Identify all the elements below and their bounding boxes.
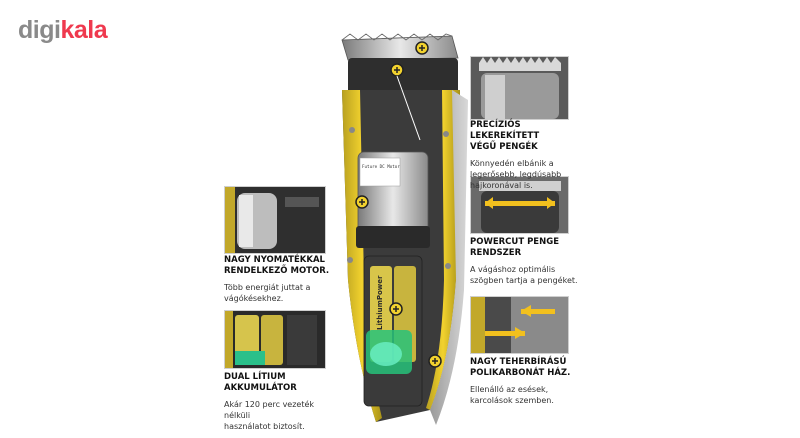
callout-housing: NAGY TEHERBÍRÁSÚ POLIKARBONÁT HÁZ. Ellen… (470, 357, 590, 406)
plus-marker-icon[interactable] (389, 302, 403, 316)
powercut-closeup-image (470, 176, 569, 234)
callout-motor: NAGY NYOMATÉKKAL RENDELKEZŐ MOTOR. Több … (224, 255, 334, 304)
housing-closeup-image (470, 296, 569, 354)
trimmer-cutaway-illustration: Future DC Motor LithiumPower (341, 33, 468, 425)
motor-label-text: Future DC Motor (362, 164, 400, 169)
callout-title: PRECÍZIÓS LEKEREKÍTETT VÉGŰ PENGÉK (470, 120, 540, 152)
callout-title: NAGY NYOMATÉKKAL RENDELKEZŐ MOTOR. (224, 255, 330, 276)
callout-title: NAGY TEHERBÍRÁSÚ POLIKARBONÁT HÁZ. (470, 357, 571, 378)
callout-blade: PRECÍZIÓS LEKEREKÍTETT VÉGŰ PENGÉK Könny… (470, 120, 590, 191)
callout-description: Akár 120 perc vezeték nélküli használato… (224, 400, 315, 431)
callout-description: Ellenálló az esések, karcolások szemben. (470, 385, 554, 405)
callout-battery: DUAL LÍTIUM AKKUMULÁTOR Akár 120 perc ve… (224, 372, 339, 432)
blade-closeup-image (470, 56, 569, 120)
digikala-logo[interactable]: digikala (18, 16, 108, 44)
callout-description: Több energiát juttat a vágókésekhez. (224, 283, 311, 303)
plus-marker-icon[interactable] (428, 354, 442, 368)
callout-description: Könnyedén elbánik a legerősebb, legdúsab… (470, 159, 562, 190)
callout-powercut: POWERCUT PENGE RENDSZER A vágáshoz optim… (470, 237, 590, 286)
plus-marker-icon[interactable] (355, 195, 369, 209)
battery-label-text: LithiumPower (376, 275, 384, 330)
battery-closeup-image (224, 310, 326, 369)
callout-description: A vágáshoz optimális szögben tartja a pe… (470, 265, 578, 285)
callout-title: DUAL LÍTIUM AKKUMULÁTOR (224, 372, 297, 393)
plus-marker-icon[interactable] (415, 41, 429, 55)
callout-title: POWERCUT PENGE RENDSZER (470, 237, 560, 258)
plus-marker-icon[interactable] (390, 63, 404, 77)
motor-closeup-image (224, 186, 326, 254)
